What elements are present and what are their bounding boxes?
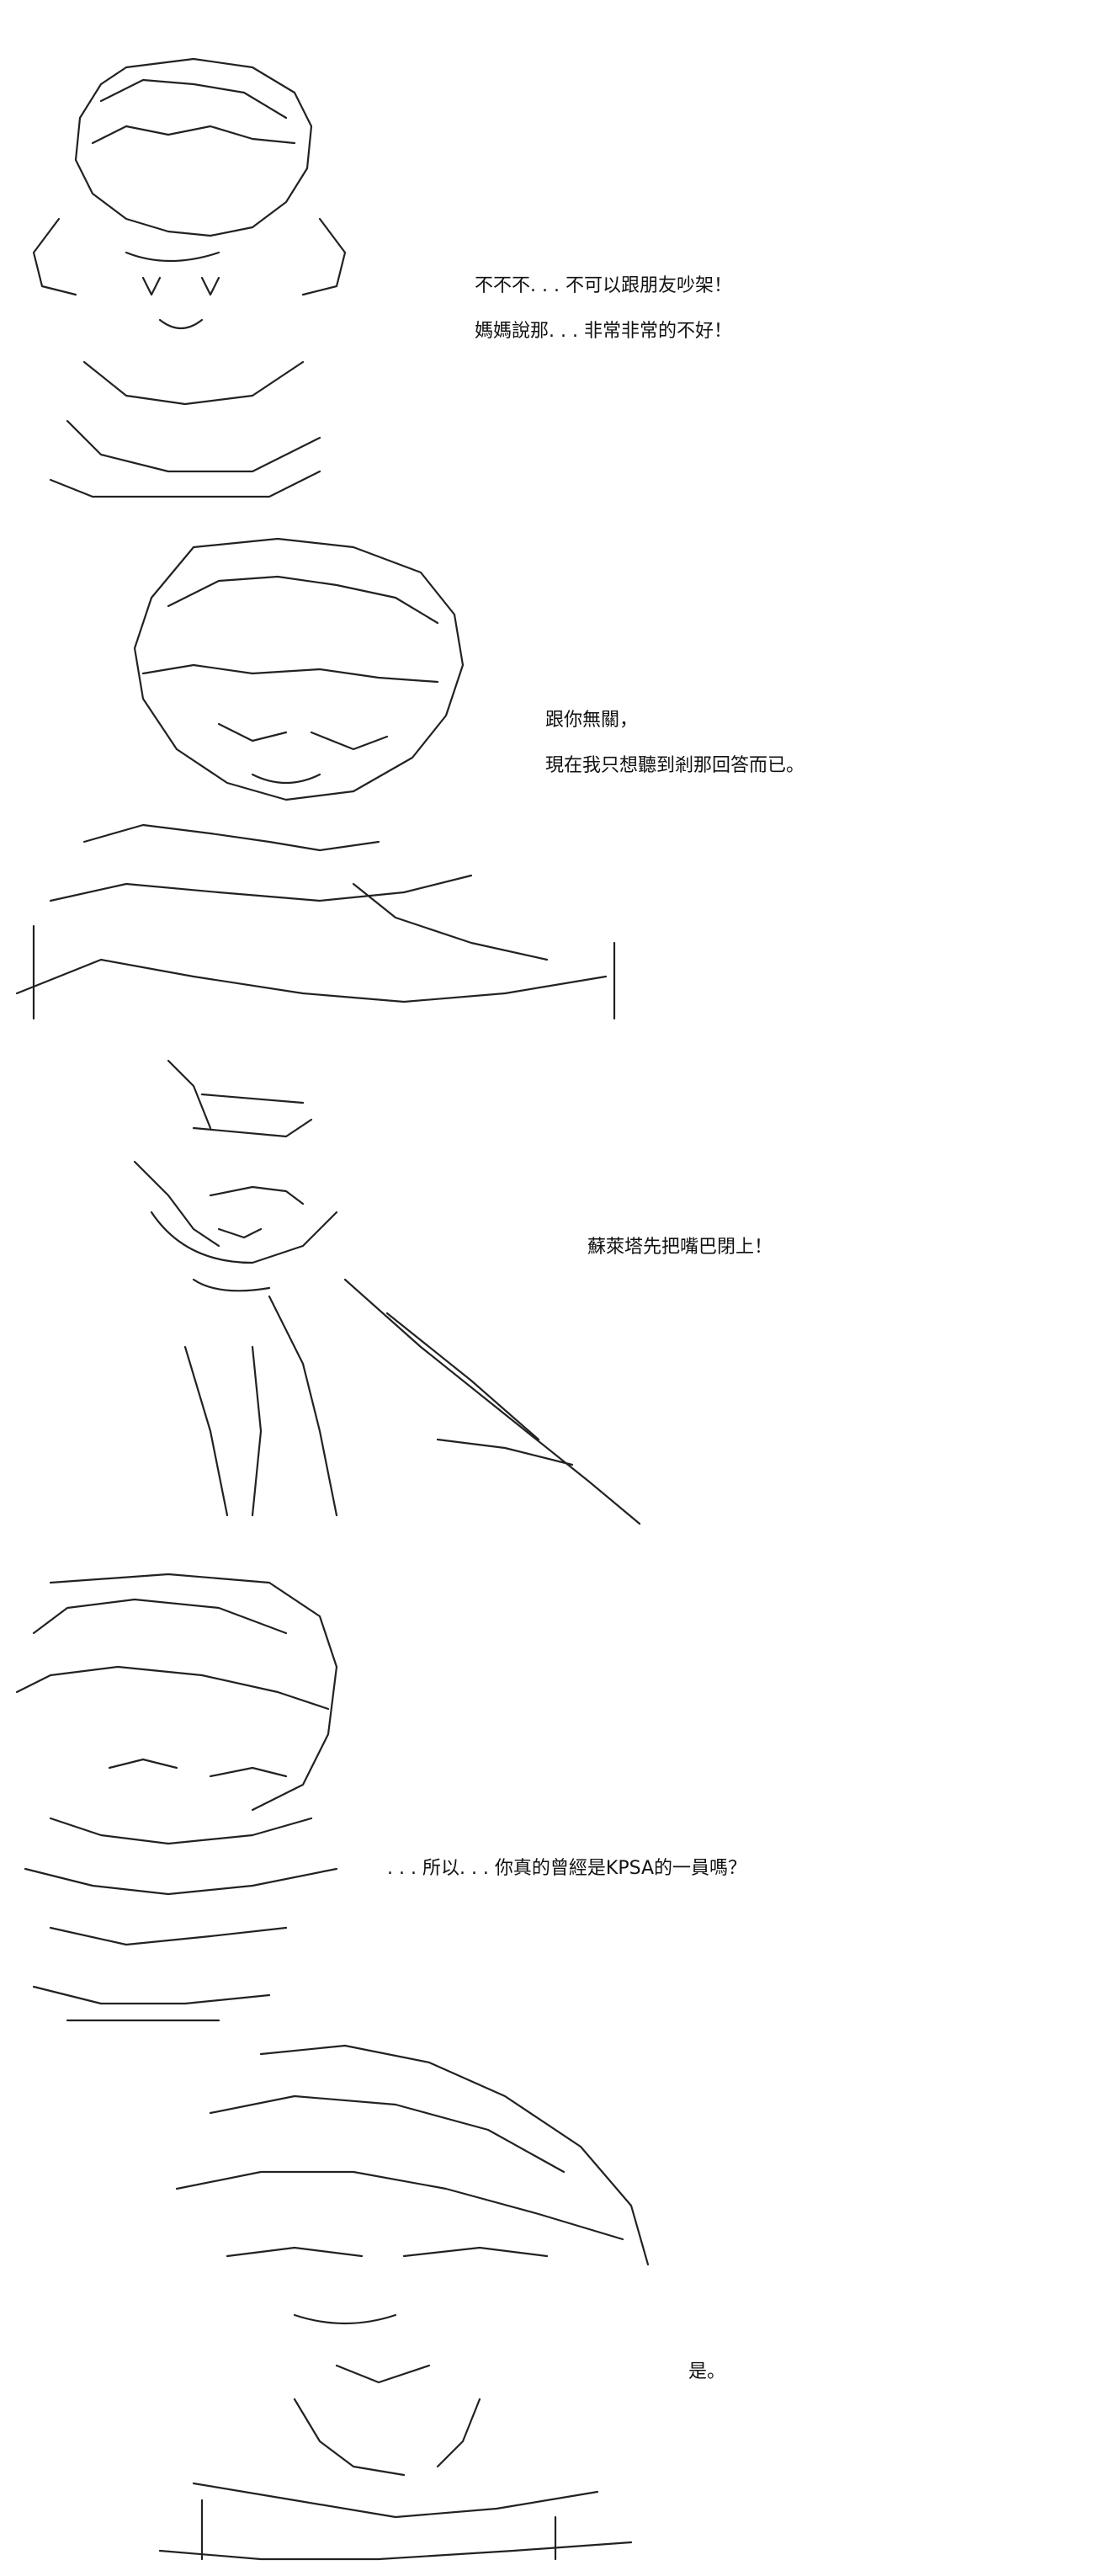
dialogue-line: 現在我只想聽到剎那回答而已。 [545,755,805,776]
panel-5: 是。 [0,2044,1094,2568]
ascii-art-figure-1 [32,57,347,498]
dialogue-line: 蘇萊塔先把嘴巴閉上！ [587,1237,773,1258]
ascii-art-figure-3 [133,1059,641,1525]
dialogue-line: 不不不. . . 不可以跟朋友吵架！ [475,275,732,296]
panel-3: 蘇萊塔先把嘴巴閉上！ [0,1044,1094,1549]
ascii-art-figure-4 [15,1573,338,2022]
dialogue-line: . . . 所以. . . 你真的曾經是KPSA的一員嗎？ [387,1858,747,1879]
ascii-art-figure-5 [158,2044,650,2561]
ascii-art-figure-2 [15,537,616,1020]
panel-4: . . . 所以. . . 你真的曾經是KPSA的一員嗎？ [0,1566,1094,2037]
dialogue-line: 媽媽說那. . . 非常非常的不好！ [475,321,732,342]
panel-1: 不不不. . . 不可以跟朋友吵架！ 媽媽說那. . . 非常非常的不好！ [0,0,1094,505]
dialogue-line: 是。 [688,2361,726,2382]
dialogue-line: 跟你無關， [545,710,639,731]
panel-2: 跟你無關， 現在我只想聽到剎那回答而已。 [0,522,1094,1027]
